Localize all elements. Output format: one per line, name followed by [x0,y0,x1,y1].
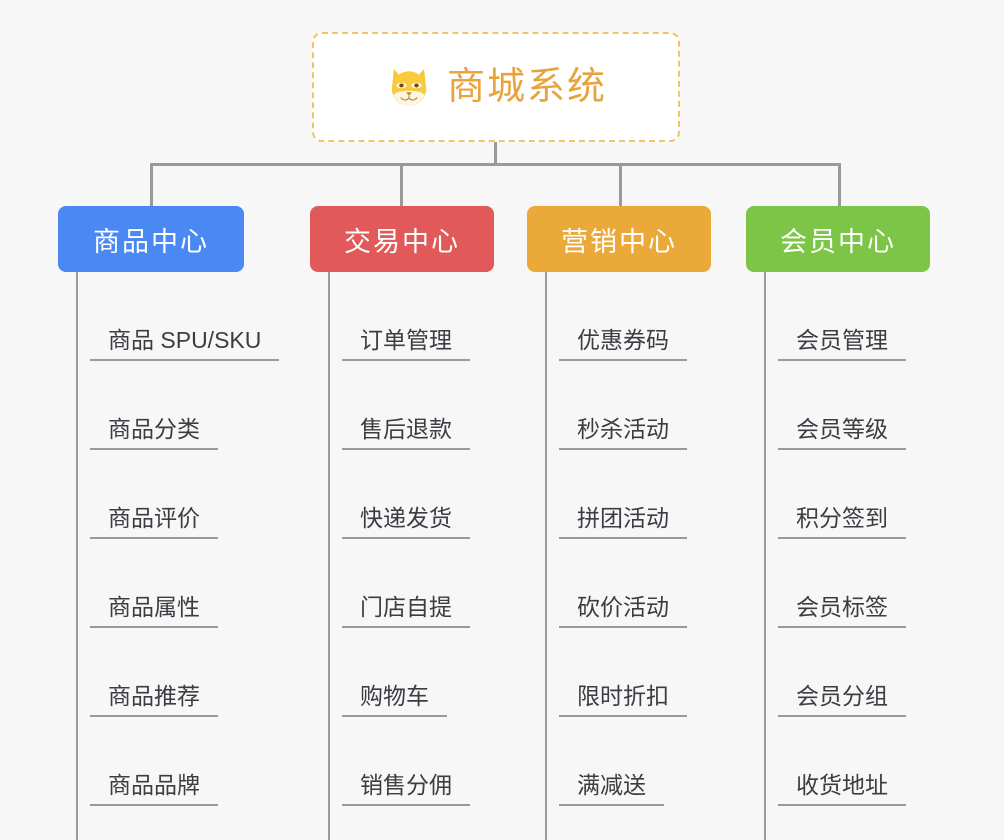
leaf-label: 砍价活动 [559,594,687,628]
category-label: 营销中心 [561,226,677,257]
leaf-list-marketing-center: 优惠券码 秒杀活动 拼团活动 砍价活动 限时折扣 满减送 [527,272,711,840]
connector-bus [150,163,841,166]
leaf-label: 商品分类 [90,416,218,450]
leaf-label: 积分签到 [778,505,906,539]
leaf-label: 会员等级 [778,416,906,450]
root-title: 商城系统 [446,66,607,108]
leaf-label: 商品评价 [90,505,218,539]
leaf-label: 满减送 [559,772,664,806]
category-header-trade-center[interactable]: 交易中心 [310,206,494,272]
leaf-list-product-center: 商品 SPU/SKU 商品分类 商品评价 商品属性 商品推荐 商品品牌 [58,272,280,840]
leaf-label: 快递发货 [342,505,470,539]
connector-drop-3 [619,163,622,208]
connector-drop-2 [400,163,403,208]
leaf-item[interactable]: 购物车 [328,628,494,717]
leaf-label: 会员分组 [778,683,906,717]
leaf-item[interactable]: 商品品牌 [76,717,244,806]
leaf-item[interactable]: 会员管理 [764,272,930,361]
category-header-product-center[interactable]: 商品中心 [58,206,244,272]
leaf-item[interactable]: 收货地址 [764,717,930,806]
leaf-label: 收货地址 [778,772,906,806]
leaf-list-trade-center: 订单管理 售后退款 快递发货 门店自提 购物车 销售分佣 [310,272,494,840]
leaf-item[interactable]: 会员分组 [764,628,930,717]
connector-drop-4 [838,163,841,208]
leaf-label: 商品 SPU/SKU [90,327,280,361]
leaf-item[interactable]: 商品属性 [76,539,244,628]
connector-root-stem [494,142,497,166]
leaf-label: 会员标签 [778,594,906,628]
column-spine [764,272,766,840]
leaf-item[interactable]: 门店自提 [328,539,494,628]
column-marketing-center: 营销中心 优惠券码 秒杀活动 拼团活动 砍价活动 限时折扣 满减送 [527,206,711,840]
connector-drop-1 [150,163,153,208]
leaf-label: 拼团活动 [559,505,687,539]
category-label: 交易中心 [344,226,460,257]
category-header-marketing-center[interactable]: 营销中心 [527,206,711,272]
column-product-center: 商品中心 商品 SPU/SKU 商品分类 商品评价 商品属性 商品推荐 商品品牌 [58,206,280,840]
leaf-list-member-center: 会员管理 会员等级 积分签到 会员标签 会员分组 收货地址 [746,272,930,840]
leaf-item[interactable]: 满减送 [545,717,711,806]
leaf-item[interactable]: 拼团活动 [545,450,711,539]
column-spine [545,272,547,840]
leaf-item[interactable]: 秒杀活动 [545,361,711,450]
leaf-label: 会员管理 [778,327,906,361]
leaf-label: 门店自提 [342,594,470,628]
leaf-label: 优惠券码 [559,327,687,361]
leaf-item[interactable]: 会员标签 [764,539,930,628]
column-spine [76,272,78,840]
leaf-item[interactable]: 快递发货 [328,450,494,539]
leaf-item[interactable]: 砍价活动 [545,539,711,628]
leaf-item[interactable]: 会员等级 [764,361,930,450]
leaf-item[interactable]: 限时折扣 [545,628,711,717]
category-label: 商品中心 [93,226,209,257]
leaf-label: 限时折扣 [559,683,687,717]
leaf-label: 售后退款 [342,416,470,450]
column-member-center: 会员中心 会员管理 会员等级 积分签到 会员标签 会员分组 收货地址 [746,206,930,840]
leaf-label: 秒杀活动 [559,416,687,450]
leaf-label: 商品属性 [90,594,218,628]
leaf-item[interactable]: 售后退款 [328,361,494,450]
leaf-label: 销售分佣 [342,772,470,806]
column-spine [328,272,330,840]
root-node[interactable]: 商城系统 [312,32,680,142]
leaf-label: 商品品牌 [90,772,218,806]
leaf-item[interactable]: 积分签到 [764,450,930,539]
leaf-label: 商品推荐 [90,683,218,717]
leaf-label: 购物车 [342,683,447,717]
category-header-member-center[interactable]: 会员中心 [746,206,930,272]
category-label: 会员中心 [780,226,896,257]
leaf-label: 订单管理 [342,327,470,361]
leaf-item[interactable]: 订单管理 [328,272,494,361]
column-trade-center: 交易中心 订单管理 售后退款 快递发货 门店自提 购物车 销售分佣 [310,206,494,840]
leaf-item[interactable]: 商品分类 [76,361,244,450]
leaf-item[interactable]: 商品评价 [76,450,244,539]
leaf-item[interactable]: 商品 SPU/SKU [76,272,280,361]
shiba-dog-face-icon [385,63,433,111]
leaf-item[interactable]: 优惠券码 [545,272,711,361]
leaf-item[interactable]: 商品推荐 [76,628,244,717]
leaf-item[interactable]: 销售分佣 [328,717,494,806]
